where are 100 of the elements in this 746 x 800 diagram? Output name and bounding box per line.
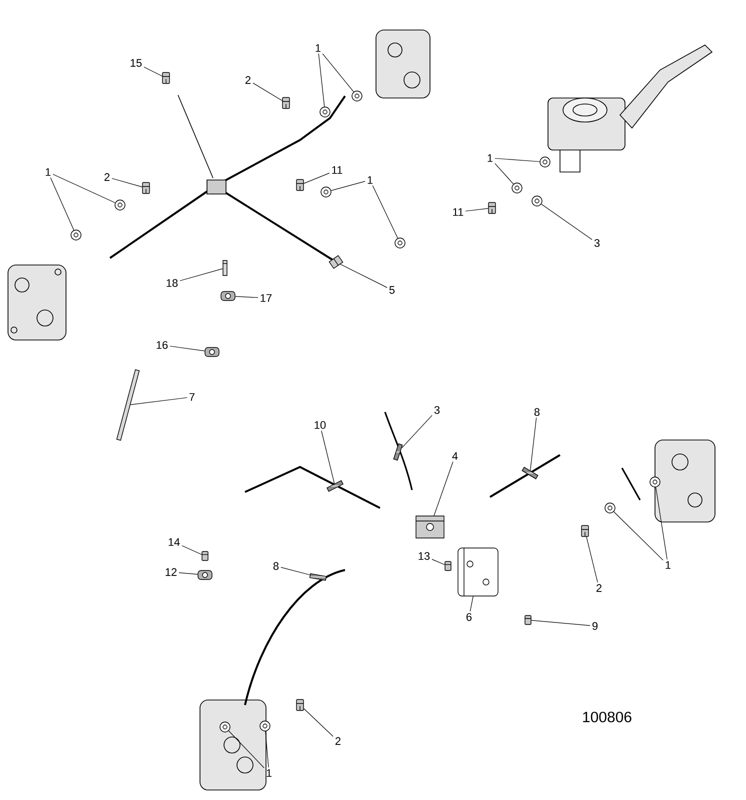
bracket xyxy=(458,548,498,596)
leader-line xyxy=(465,208,488,212)
hose-fitting xyxy=(328,255,344,269)
washer xyxy=(320,186,332,198)
leader-line xyxy=(318,53,325,107)
callout-number: 4 xyxy=(452,452,458,460)
callout-number: 1 xyxy=(666,561,671,569)
callout-number: 3 xyxy=(434,406,440,414)
leader-line xyxy=(182,545,202,555)
hose-clip xyxy=(220,291,236,301)
screw xyxy=(444,561,452,571)
callout-number: 1 xyxy=(316,44,321,52)
leader-line xyxy=(52,174,116,204)
leader-line xyxy=(304,708,334,737)
bolt xyxy=(296,179,304,191)
callout-number: 8 xyxy=(534,408,540,416)
callout-number: 1 xyxy=(488,154,493,162)
callout-number: 13 xyxy=(418,552,430,560)
bolt xyxy=(142,182,150,194)
leader-line xyxy=(170,346,205,352)
callout-number: 2 xyxy=(104,173,110,181)
callout-number: 1 xyxy=(266,769,272,777)
brake-block xyxy=(416,516,444,538)
washer xyxy=(394,238,406,248)
callout-number: 17 xyxy=(260,294,272,302)
leader-line xyxy=(130,397,188,405)
washer xyxy=(320,106,330,118)
callout-number: 11 xyxy=(453,208,464,216)
bolt xyxy=(162,72,170,84)
callout-number: 7 xyxy=(190,393,194,401)
rod xyxy=(116,369,140,441)
leader-line xyxy=(180,268,223,282)
leader-line xyxy=(372,185,398,238)
bolt xyxy=(488,202,496,214)
leader-line xyxy=(322,53,354,92)
callout-number: 2 xyxy=(336,737,340,745)
leader-line xyxy=(470,596,474,612)
hose-segment xyxy=(309,573,327,581)
callout-number: 6 xyxy=(466,613,472,621)
callout-number: 18 xyxy=(166,279,178,287)
bolt xyxy=(282,97,290,109)
washer xyxy=(604,502,616,514)
leader-line xyxy=(530,417,537,471)
hose-segment xyxy=(393,443,403,461)
callout-number: 3 xyxy=(594,239,600,247)
washer xyxy=(512,182,522,194)
leader-line xyxy=(112,178,142,188)
leader-line xyxy=(265,731,269,768)
leader-line xyxy=(280,567,310,576)
leader-line xyxy=(321,430,335,484)
bolt xyxy=(581,525,589,537)
leader-line xyxy=(50,177,74,230)
washer xyxy=(70,230,82,240)
callout-number: 15 xyxy=(130,59,142,67)
callout-number: 2 xyxy=(596,584,602,592)
screw xyxy=(202,551,208,561)
callout-number: 14 xyxy=(168,538,180,546)
callout-number: 5 xyxy=(389,286,395,294)
leader-line xyxy=(402,415,432,448)
leader-line xyxy=(304,172,330,184)
leader-line xyxy=(144,66,162,76)
hose-clip xyxy=(198,570,212,580)
callout-number: 16 xyxy=(156,341,168,349)
callout-number: 8 xyxy=(273,562,279,570)
washer xyxy=(650,476,660,488)
washer xyxy=(260,720,270,732)
leader-line xyxy=(531,620,590,626)
leader-line xyxy=(586,536,598,583)
screw xyxy=(524,615,532,625)
leader-line xyxy=(614,511,664,560)
hose-segment xyxy=(522,466,538,480)
leader-line xyxy=(494,158,540,162)
callout-number: 1 xyxy=(368,176,373,184)
callout-number: 11 xyxy=(332,166,342,174)
leader-line xyxy=(340,264,388,288)
leader-line xyxy=(178,572,198,575)
callout-number: 9 xyxy=(592,622,598,630)
leader-line xyxy=(494,163,514,184)
callout-number: 2 xyxy=(246,76,250,84)
bolt xyxy=(296,699,304,711)
leader-line xyxy=(330,181,366,191)
rivet xyxy=(222,260,228,276)
leader-line xyxy=(656,487,668,560)
callout-number: 10 xyxy=(314,421,326,429)
hose-clip xyxy=(204,347,220,357)
leader-line xyxy=(432,559,445,565)
callout-number: 12 xyxy=(166,568,177,576)
washer xyxy=(540,156,550,168)
washer xyxy=(220,722,230,732)
leader-line xyxy=(228,730,264,768)
hose-segment xyxy=(326,480,344,492)
drawing-number: 100806 xyxy=(583,712,632,722)
washer xyxy=(352,90,362,102)
washer xyxy=(114,200,126,210)
washer xyxy=(532,196,542,206)
callout-number: 1 xyxy=(46,168,51,176)
leader-line xyxy=(235,296,258,298)
leader-line xyxy=(434,461,454,516)
leader-line xyxy=(252,82,282,101)
leader-line xyxy=(541,204,592,240)
